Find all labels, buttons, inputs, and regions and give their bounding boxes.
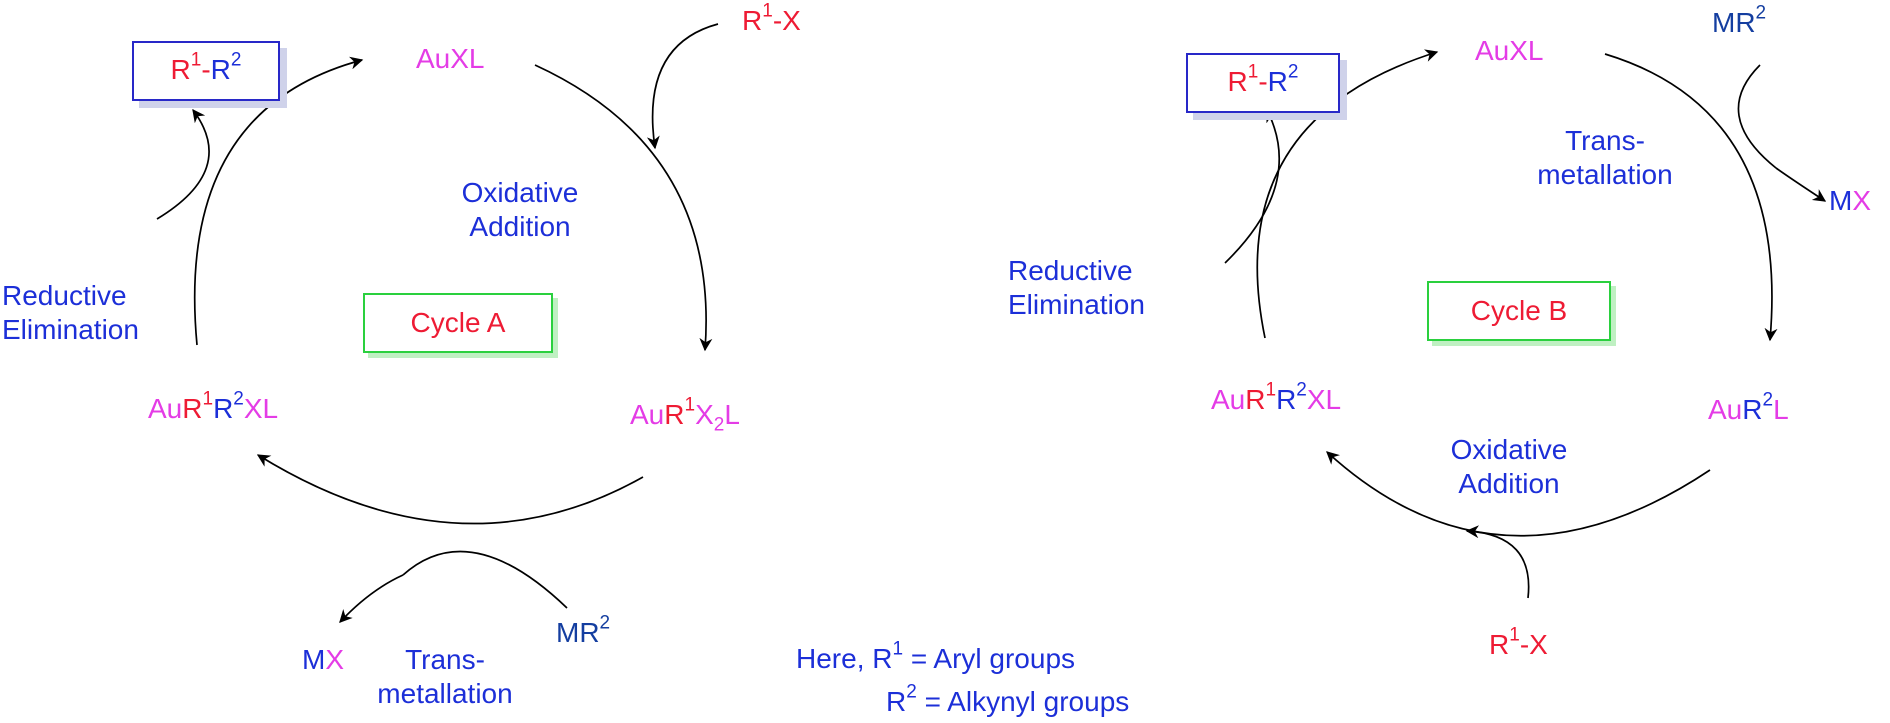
cycle-a-reagent-mr2: MR2 [556, 612, 611, 648]
cycle-a-arrow-oxidative-addition [534, 64, 713, 352]
cycle-a-oxidative-addition-label: Oxidative Addition [461, 177, 579, 242]
cycle-b-catalyst-auxl: AuXL [1475, 35, 1544, 66]
cycle-b-mx-exit-arrow [1775, 167, 1827, 202]
cycle-a-intermediate-aur1x2l: AuR1X2L [630, 394, 740, 436]
cycle-b-intermediate-aur2l: AuR2L [1708, 389, 1789, 425]
cycle-a-intermediate-aur1r2xl: AuR1R2XL [148, 388, 279, 424]
cycle-b-byproduct-mx: MX [1829, 185, 1872, 216]
footnote-r2-definition: R2 = Alkynyl groups [886, 681, 1130, 717]
cycle-a-arrow-reductive-elimination [193, 56, 364, 346]
cycle-b-reagent-r1x: R1-X [1489, 624, 1548, 660]
cycle-b-reagent-mr2: MR2 [1712, 2, 1767, 38]
cycle-a-title: Cycle A [410, 307, 506, 338]
footnote-r1-definition: Here, R1 = Aryl groups [796, 638, 1076, 674]
cycle-a-transmetallation-label: Trans- metallation [377, 644, 513, 709]
cycle-b-product-exit-arrow [1224, 108, 1280, 264]
cycle-a-product-exit-arrow [156, 108, 210, 220]
cycle-b-intermediate-aur1r2xl: AuR1R2XL [1211, 379, 1342, 415]
cycle-a-mr2-entry-arrow [402, 550, 568, 609]
cycle-b-r1x-entry-arrow [1465, 525, 1530, 599]
cycle-b-oxidative-addition-label: Oxidative Addition [1450, 434, 1568, 499]
cycle-a-r1x-entry-arrow [646, 23, 719, 150]
cycle-b-arrow-oxidative-addition [1326, 451, 1711, 537]
cycle-b-arrow-transmetallation [1604, 53, 1778, 342]
cycle-a-catalyst-auxl: AuXL [416, 43, 485, 74]
cycle-a-reductive-elimination-label: Reductive Elimination [2, 280, 139, 345]
cycle-b-title: Cycle B [1470, 295, 1568, 326]
cycle-a-product-box: R1-R2 [132, 41, 280, 101]
cycle-a-reagent-r1x: R1-X [742, 0, 801, 36]
cycle-b-transmetallation-label: Trans- metallation [1537, 125, 1673, 190]
cycle-a-title-box: Cycle A [363, 293, 553, 353]
cycle-b-mr2-entry-arrow [1737, 64, 1777, 169]
cycle-b-title-box: Cycle B [1427, 281, 1611, 341]
cycle-b-reductive-elimination-label: Reductive Elimination [1008, 255, 1145, 320]
cycle-a-byproduct-mx: MX [302, 644, 345, 675]
cycle-a-product: R1-R2 [170, 49, 242, 85]
cycle-a-mx-exit-arrow [339, 574, 404, 623]
cycle-b-product: R1-R2 [1227, 61, 1299, 97]
cycle-b-product-box: R1-R2 [1186, 53, 1340, 113]
cycle-a-arrow-transmetallation [256, 454, 644, 525]
cycle-b-arrow-reductive-elimination [1256, 49, 1439, 339]
